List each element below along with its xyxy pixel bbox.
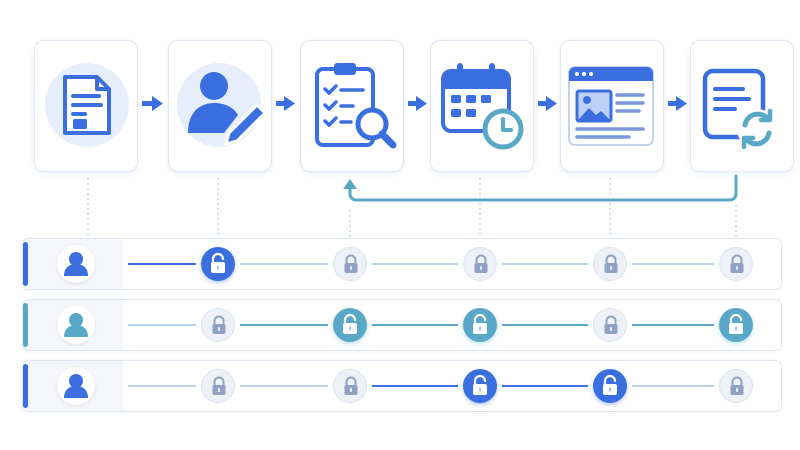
step-card-2[interactable] (168, 40, 272, 172)
lane-connector (502, 263, 588, 265)
lane-connector (632, 324, 714, 326)
locked-step-node[interactable] (719, 247, 753, 281)
calendar-clock-icon (441, 63, 524, 150)
user-icon (64, 313, 88, 337)
unlock-icon (473, 313, 487, 334)
lane-connector (128, 324, 196, 326)
locked-step-node[interactable] (333, 247, 367, 281)
lock-icon (604, 315, 618, 334)
lock-icon (344, 254, 358, 273)
lock-icon (474, 254, 488, 273)
lane-connector (372, 385, 458, 387)
feedback-loop-arrow (343, 174, 738, 202)
unlocked-step-node[interactable] (201, 247, 235, 281)
lock-icon (604, 254, 618, 273)
arrow-4-5 (538, 96, 557, 111)
lock-icon (344, 376, 358, 395)
locked-step-node[interactable] (719, 369, 753, 403)
clipboard-search-icon (315, 63, 397, 149)
lane-connector (128, 385, 196, 387)
step-card-6[interactable] (690, 40, 794, 172)
lock-icon (212, 315, 226, 334)
lane-connector (128, 263, 196, 265)
lock-icon (730, 254, 744, 273)
lock-icon (212, 376, 226, 395)
lock-icon (730, 376, 744, 395)
locked-step-node[interactable] (593, 308, 627, 342)
arrow-1-2 (142, 96, 163, 111)
dotted-guides (87, 178, 737, 238)
locked-step-node[interactable] (201, 369, 235, 403)
lane-accent-bar (23, 242, 28, 286)
unlocked-step-node[interactable] (463, 369, 497, 403)
lane-connector (502, 385, 588, 387)
locked-step-node[interactable] (201, 308, 235, 342)
lane-connector (632, 263, 714, 265)
user-edit-icon (177, 63, 267, 147)
user-icon (64, 252, 88, 276)
lane-connector (240, 263, 328, 265)
unlocked-step-node[interactable] (333, 308, 367, 342)
unlock-icon (729, 313, 743, 334)
lane-connector (502, 324, 588, 326)
lane-accent-bar (23, 364, 28, 408)
step-card-5[interactable] (560, 40, 664, 172)
locked-step-node[interactable] (333, 369, 367, 403)
lane-connector (240, 385, 328, 387)
unlock-icon (343, 313, 357, 334)
unlock-icon (211, 252, 225, 273)
unlocked-step-node[interactable] (463, 308, 497, 342)
locked-step-node[interactable] (593, 247, 627, 281)
arrow-3-4 (408, 96, 427, 111)
lane-connector (372, 324, 458, 326)
step-card-3[interactable] (300, 40, 404, 172)
arrow-5-6 (668, 96, 687, 111)
unlock-icon (473, 374, 487, 395)
lane-connector (632, 385, 714, 387)
web-page-image-icon (568, 66, 654, 146)
lane-connector (372, 263, 458, 265)
avatar[interactable] (57, 306, 95, 344)
step-card-1[interactable] (34, 40, 138, 172)
locked-step-node[interactable] (463, 247, 497, 281)
unlocked-step-node[interactable] (719, 308, 753, 342)
document-icon (45, 63, 129, 147)
document-refresh-icon (702, 68, 777, 150)
avatar[interactable] (57, 367, 95, 405)
lane-accent-bar (23, 303, 28, 347)
avatar[interactable] (57, 245, 95, 283)
unlock-icon (603, 374, 617, 395)
arrow-2-3 (276, 96, 295, 111)
unlocked-step-node[interactable] (593, 369, 627, 403)
user-icon (64, 374, 88, 398)
lane-connector (240, 324, 328, 326)
step-card-4[interactable] (430, 40, 534, 172)
